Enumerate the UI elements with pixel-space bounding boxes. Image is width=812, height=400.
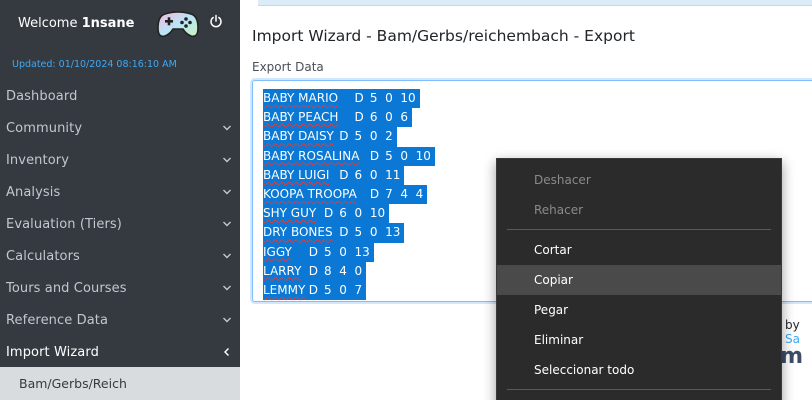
export-line: LEMMY D 5 0 7	[263, 280, 435, 301]
sidebar-nav: Dashboard Community Inventory Analysis E…	[0, 80, 240, 368]
menu-separator	[507, 229, 771, 230]
selected-text: DRY BONES D 5 0 13	[263, 223, 405, 243]
misspelled-word: BABY PEACH	[263, 110, 339, 125]
selected-text: LEMMY D 5 0 7	[263, 280, 367, 301]
chevron-down-icon	[223, 189, 231, 195]
menu-item-paste[interactable]: Pegar	[534, 303, 569, 317]
sidebar-item-reference-data[interactable]: Reference Data	[0, 304, 240, 336]
sidebar-item-evaluation[interactable]: Evaluation (Tiers)	[0, 208, 240, 240]
selected-text: KOOPA TROOPA D 7 4 4	[263, 184, 428, 205]
power-icon[interactable]	[209, 14, 223, 28]
chevron-down-icon	[223, 125, 231, 131]
export-line: SHY GUY D 6 0 10	[263, 204, 435, 224]
sidebar-item-inventory[interactable]: Inventory	[0, 144, 240, 176]
misspelled-word: BABY MARIO	[263, 91, 339, 105]
selected-text: BABY MARIO D 5 0 10	[263, 89, 420, 109]
export-line: IGGY D 5 0 13	[263, 242, 435, 262]
misspelled-word: IGGY	[263, 244, 292, 259]
page-title: Import Wizard - Bam/Gerbs/reichembach - …	[252, 27, 635, 45]
misspelled-word: BABY LUIGI	[263, 167, 330, 182]
sidebar-item-import-wizard[interactable]: Import Wizard	[0, 336, 240, 368]
misspelled-word: KOOPA TROOPA	[263, 186, 357, 201]
selected-text: BABY ROSALINA D 5 0 10	[263, 146, 435, 166]
export-line: BABY DAISY D 5 0 2	[263, 127, 435, 147]
selected-text: IGGY D 5 0 13	[263, 242, 374, 262]
context-menu: Deshacer Rehacer Cortar Copiar Pegar Eli…	[496, 158, 782, 400]
footer-credit: by Sa	[785, 318, 800, 346]
misspelled-word: LARRY	[263, 263, 302, 278]
sidebar-item-calculators[interactable]: Calculators	[0, 240, 240, 272]
menu-item-delete[interactable]: Eliminar	[534, 333, 584, 347]
menu-item-cut[interactable]: Cortar	[534, 243, 572, 257]
misspelled-word: SHY GUY	[263, 206, 317, 221]
sidebar-item-analysis[interactable]: Analysis	[0, 176, 240, 208]
selected-text: BABY DAISY D 5 0 2	[263, 127, 397, 147]
chevron-down-icon	[223, 157, 231, 163]
updated-timestamp: Updated: 01/10/2024 08:16:10 AM	[12, 59, 177, 70]
export-line: BABY MARIO D 5 0 10	[263, 89, 435, 109]
export-line: BABY LUIGI D 6 0 11	[263, 165, 435, 185]
chevron-down-icon	[223, 285, 231, 291]
misspelled-word: BABY ROSALINA	[263, 148, 360, 163]
export-line: KOOPA TROOPA D 7 4 4	[263, 184, 435, 205]
selected-text: SHY GUY D 6 0 10	[263, 204, 390, 224]
misspelled-word: LEMMY	[263, 282, 306, 297]
export-line: BABY PEACH D 6 0 6	[263, 108, 435, 128]
welcome-text: Welcome 1nsane	[18, 16, 135, 31]
chevron-left-icon	[224, 348, 229, 356]
menu-item-redo[interactable]: Rehacer	[534, 203, 584, 217]
menu-item-undo[interactable]: Deshacer	[534, 173, 591, 187]
export-data-label: Export Data	[252, 60, 324, 74]
menu-item-copy[interactable]: Copiar	[497, 265, 781, 295]
chevron-down-icon	[223, 253, 231, 259]
credit-link[interactable]: Sa	[785, 332, 800, 346]
export-line: BABY ROSALINA D 5 0 10	[263, 146, 435, 166]
misspelled-word: BABY DAISY	[263, 129, 334, 144]
misspelled-word: DRY BONES	[263, 225, 333, 240]
export-line: DRY BONES D 5 0 13	[263, 223, 435, 243]
menu-separator	[507, 389, 771, 390]
chevron-down-icon	[223, 221, 231, 227]
selected-text: BABY PEACH D 6 0 6	[263, 108, 412, 128]
username: 1nsane	[81, 16, 135, 31]
menu-item-select-all[interactable]: Seleccionar todo	[534, 363, 635, 377]
selected-text: BABY LUIGI D 6 0 11	[263, 165, 405, 185]
alert-strip	[258, 0, 812, 6]
sidebar-item-tours[interactable]: Tours and Courses	[0, 272, 240, 304]
sidebar: Welcome 1nsane Updated: 01/10/2024 08:16…	[0, 0, 240, 400]
sidebar-subitem-bam-gerbs-reich[interactable]: Bam/Gerbs/Reich	[0, 367, 240, 400]
export-line: LARRY D 8 4 0	[263, 261, 435, 281]
gamepad-icon	[157, 11, 199, 38]
selected-text: LARRY D 8 4 0	[263, 261, 367, 281]
sidebar-item-dashboard[interactable]: Dashboard	[6, 88, 78, 104]
sidebar-item-community[interactable]: Community	[0, 112, 240, 144]
chevron-down-icon	[223, 317, 231, 323]
